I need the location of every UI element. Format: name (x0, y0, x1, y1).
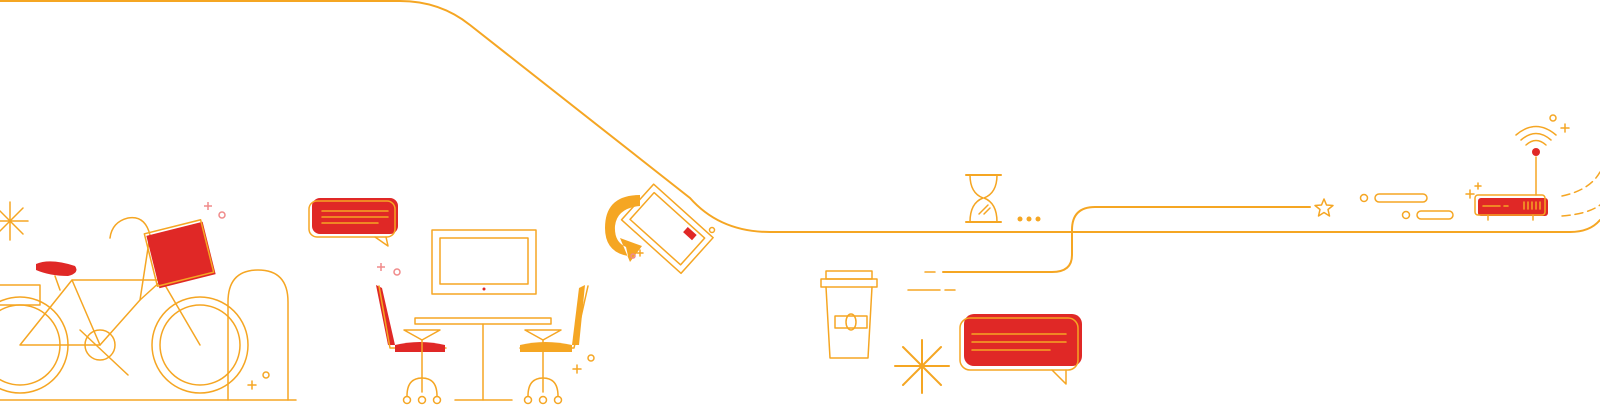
dot-icon (1401, 210, 1411, 220)
chat-bubble-icon (959, 314, 1082, 385)
router-icon (1474, 148, 1548, 221)
plus-icon (377, 263, 385, 271)
cafe-table-icon (414, 317, 552, 401)
laptop-icon (620, 183, 714, 275)
signal-dash-line (1561, 204, 1600, 217)
plus-icon (636, 249, 644, 257)
ellipsis-icon (1017, 216, 1041, 222)
plus-icon (1474, 182, 1482, 190)
plus-icon (204, 202, 212, 210)
signal-dash-line (1561, 171, 1600, 197)
dot-icon (587, 354, 595, 362)
bicycle-icon (0, 216, 249, 394)
dot-icon (1359, 193, 1369, 203)
dot-icon (218, 211, 226, 219)
pill-shape (1416, 210, 1454, 220)
arch-icon (227, 269, 289, 401)
sparkle-icon (0, 201, 29, 241)
plus-icon (247, 380, 257, 390)
chair-icon (376, 285, 447, 405)
pill-shape (1374, 193, 1428, 203)
chat-bubble-icon (308, 198, 398, 247)
plus-icon (572, 364, 582, 374)
plus-icon (1465, 189, 1475, 199)
star-icon (1314, 198, 1334, 217)
sparkle-icon (894, 339, 950, 394)
plus-icon (1560, 123, 1570, 133)
chair-icon (519, 285, 589, 405)
wifi-icon (1515, 125, 1557, 146)
bike-seat-icon (36, 261, 77, 276)
dot-icon (708, 226, 716, 234)
coffee-cup-icon (820, 270, 878, 359)
refresh-arrow-icon (605, 195, 642, 262)
flow-line (0, 0, 1600, 233)
dot-icon (630, 253, 636, 259)
dot-icon (262, 371, 270, 379)
dot-icon (393, 268, 401, 276)
hourglass-icon (965, 174, 1002, 223)
monitor-icon (431, 229, 537, 295)
bike-basket-icon (143, 219, 216, 289)
dot-icon (1549, 114, 1557, 122)
flow-line-branch (942, 206, 1311, 273)
